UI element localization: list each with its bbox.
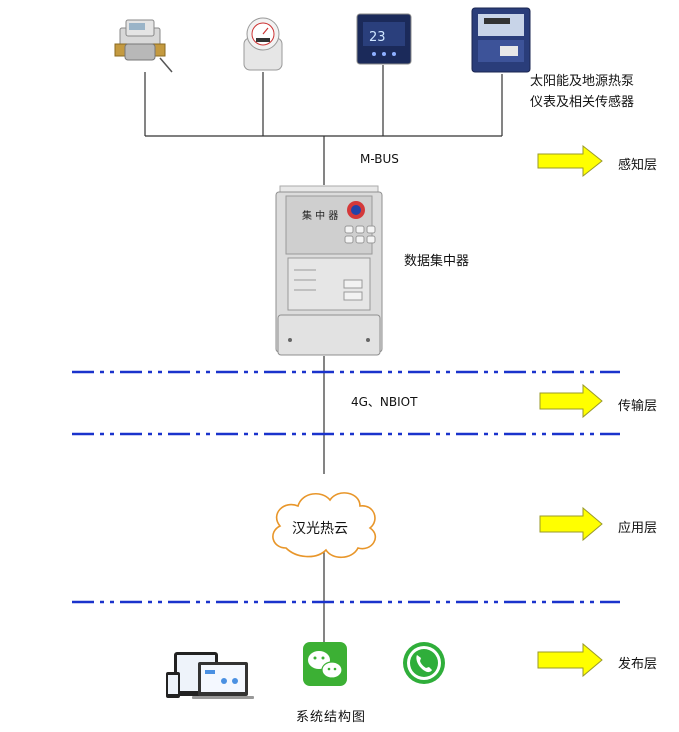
thermostat-device: 23 xyxy=(356,13,412,65)
network-label: 4G、NBIOT xyxy=(351,395,418,409)
arrow-transport xyxy=(539,383,603,419)
phone-call-icon xyxy=(403,642,445,684)
concentrator-device: 集 中 器 xyxy=(275,185,383,356)
arrow-publish xyxy=(537,642,603,678)
devices-label-line2: 仪表及相关传感器 xyxy=(530,95,635,110)
layer-arrows xyxy=(537,144,603,678)
layer-label-publish: 发布层 xyxy=(618,657,658,672)
devices-label-line1: 太阳能及地源热泵 xyxy=(530,74,635,89)
arrow-application xyxy=(539,506,603,542)
bus-lines xyxy=(144,65,503,650)
cloud-label: 汉光热云 xyxy=(292,521,348,537)
water-meter-device xyxy=(243,17,283,71)
diagram-caption: 系统结构图 xyxy=(296,710,367,725)
concentrator-label: 数据集中器 xyxy=(404,254,470,269)
devices-screens-icon xyxy=(166,652,254,699)
wechat-icon xyxy=(303,642,347,686)
concentrator-panel-title: 集 中 器 xyxy=(302,209,338,222)
layer-label-transport: 传输层 xyxy=(618,399,658,414)
arrow-sensing xyxy=(537,144,603,178)
layer-dividers xyxy=(72,370,620,604)
heat-meter-device xyxy=(114,19,173,73)
layer-label-sensing: 感知层 xyxy=(618,158,658,173)
electricity-meter-device xyxy=(471,7,531,73)
bus-label: M-BUS xyxy=(360,152,399,166)
thermostat-reading: 23 xyxy=(369,30,386,45)
cloud-shape xyxy=(272,492,376,559)
layer-label-application: 应用层 xyxy=(618,521,658,536)
